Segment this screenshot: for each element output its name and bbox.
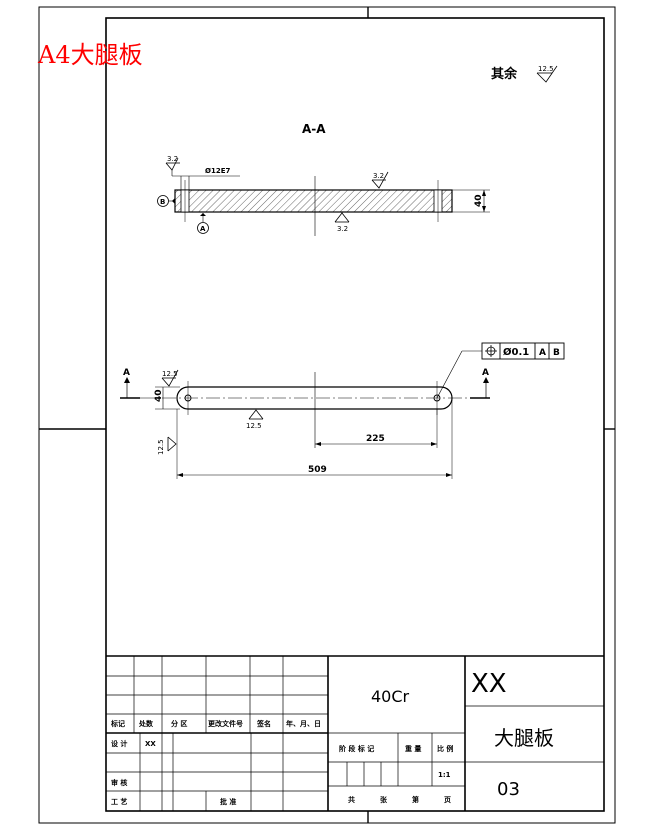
sheet-label: 第: [412, 795, 419, 804]
fcf-ref-a: A: [539, 348, 546, 358]
outer-border: [38, 6, 616, 824]
section-hole-label: Ø12E7: [205, 167, 230, 175]
scale-label: 比 例: [437, 744, 453, 753]
section-view: 3.2 Ø12E7 3.2 3.2 40 B A: [157, 155, 490, 236]
approve-label: 批 准: [220, 797, 236, 806]
svg-text:12.5: 12.5: [538, 65, 554, 73]
dim-inner: 225: [366, 434, 385, 444]
section-label: A-A: [302, 122, 326, 136]
front-rough-bottom: 12.5: [246, 422, 262, 430]
scale-value: 1:1: [438, 771, 451, 779]
plate-outline: [176, 386, 453, 410]
datum-a-label: A: [200, 225, 206, 233]
process-label: 工 艺: [111, 797, 127, 806]
rev-label-date: 年、月、日: [286, 719, 321, 728]
rev-label-qty: 处数: [138, 719, 154, 728]
front-rough-top: 12.5: [162, 370, 178, 378]
cut-label-right: A: [482, 368, 489, 378]
rev-label-doc: 更改文件号: [208, 719, 243, 728]
rev-label-mark: 标记: [110, 719, 125, 728]
front-height: 40: [154, 389, 164, 402]
section-rough-top: 3.2: [373, 172, 384, 180]
section-body: [174, 189, 453, 213]
title-block: [106, 655, 604, 811]
fcf-tolerance: Ø0.1: [503, 346, 529, 358]
front-rough-side: 12.5: [157, 439, 165, 455]
designed-by-value: XX: [145, 740, 156, 748]
part-name: 大腿板: [494, 726, 554, 750]
weight-label: 重 量: [405, 744, 421, 753]
cut-label-left: A: [123, 368, 130, 378]
rev-label-sign: 签名: [256, 719, 271, 728]
feature-control-frame: Ø0.1 A B: [481, 342, 565, 360]
fcf-ref-b: B: [553, 348, 560, 358]
section-thickness: 40: [474, 194, 484, 207]
datum-b-label: B: [160, 198, 165, 206]
designed-by-label: 设 计: [111, 739, 127, 748]
sheets-total-label: 共: [348, 795, 355, 804]
stage-label: 阶 段 标 记: [339, 744, 374, 753]
rev-label-zone: 分 区: [171, 719, 187, 728]
roughness-symbol-rest: 12.5: [536, 65, 558, 83]
title-block-text: 标记 处数 分 区 更改文件号 签名 年、月、日 设 计 XX 审 核 工 艺 …: [110, 669, 554, 806]
checked-label: 审 核: [111, 778, 127, 787]
material: 40Cr: [371, 687, 410, 706]
page-label: A4大腿板: [37, 41, 143, 69]
position-icon: [485, 345, 497, 357]
front-view: A A 12.5 40 12.5 12.5 225: [120, 342, 565, 479]
note-rest: 其余: [491, 66, 518, 82]
dim-total: 509: [308, 465, 327, 475]
section-rough-bottom: 3.2: [337, 225, 348, 233]
page-unit-label: 页: [444, 796, 451, 804]
inner-frame: [105, 17, 605, 812]
company: XX: [471, 669, 507, 699]
drawing-no: 03: [497, 779, 520, 800]
sheets-unit-label: 张: [380, 795, 388, 804]
section-rough-left: 3.2: [167, 155, 178, 163]
